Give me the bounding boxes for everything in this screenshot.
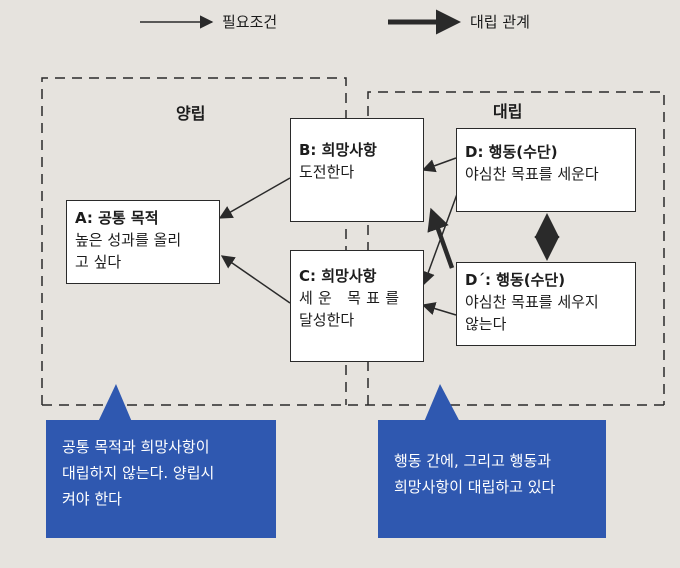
callout-right-line-1: 행동 간에, 그리고 행동과	[394, 452, 552, 470]
node-a-title: A: 공통 목적	[75, 209, 159, 227]
arrow-c-to-a	[220, 255, 291, 304]
node-c-line-2: 달성한다	[299, 311, 355, 329]
node-c-title: C: 희망사항	[299, 267, 377, 285]
conflict-d2-b	[427, 207, 455, 269]
legend-conflict-relation: 대립 관계	[470, 13, 530, 31]
node-d2: D´: 행동(수단) 야심찬 목표를 세우지 않는다	[456, 262, 636, 346]
node-a-line-2: 고 싶다	[75, 253, 122, 271]
node-d2-title: D´: 행동(수단)	[465, 271, 566, 289]
node-b: B: 희망사항 도전한다	[290, 118, 424, 222]
arrow-b-to-a	[218, 177, 291, 219]
legend-necessary-condition: 필요조건	[222, 13, 278, 31]
arrow-d-to-b	[421, 157, 457, 173]
callout-left-line-1: 공통 목적과 희망사항이	[62, 438, 210, 456]
callout-left-line-2: 대립하지 않는다. 양립시	[62, 464, 215, 482]
node-b-line-1: 도전한다	[299, 163, 355, 181]
region-coexist-title: 양립	[176, 104, 206, 123]
node-d2-line-1: 야심찬 목표를 세우지	[465, 293, 599, 311]
node-a: A: 공통 목적 높은 성과를 올리 고 싶다	[66, 200, 220, 284]
node-d-line-1: 야심찬 목표를 세운다	[465, 165, 599, 183]
node-a-line-1: 높은 성과를 올리	[75, 231, 182, 249]
node-c-line-1: 세운 목표를	[299, 289, 405, 307]
region-coexist-border	[41, 77, 347, 405]
callout-left-pointer	[98, 384, 132, 422]
callout-left: 공통 목적과 희망사항이 대립하지 않는다. 양립시 켜야 한다	[46, 420, 276, 538]
callout-left-line-3: 켜야 한다	[62, 490, 122, 508]
arrow-d2-to-c	[421, 302, 457, 316]
region-conflict-border	[367, 91, 665, 405]
node-d: D: 행동(수단) 야심찬 목표를 세운다	[456, 128, 636, 212]
node-c: C: 희망사항 세운 목표를 달성한다	[290, 250, 424, 362]
callout-right-line-2: 희망사항이 대립하고 있다	[394, 478, 556, 496]
callout-right: 행동 간에, 그리고 행동과 희망사항이 대립하고 있다	[378, 420, 606, 538]
node-b-title: B: 희망사항	[299, 141, 377, 159]
node-d2-line-2: 않는다	[465, 315, 507, 333]
node-d-title: D: 행동(수단)	[465, 143, 558, 161]
callout-right-pointer	[424, 384, 460, 422]
region-conflict-title: 대립	[493, 102, 523, 121]
